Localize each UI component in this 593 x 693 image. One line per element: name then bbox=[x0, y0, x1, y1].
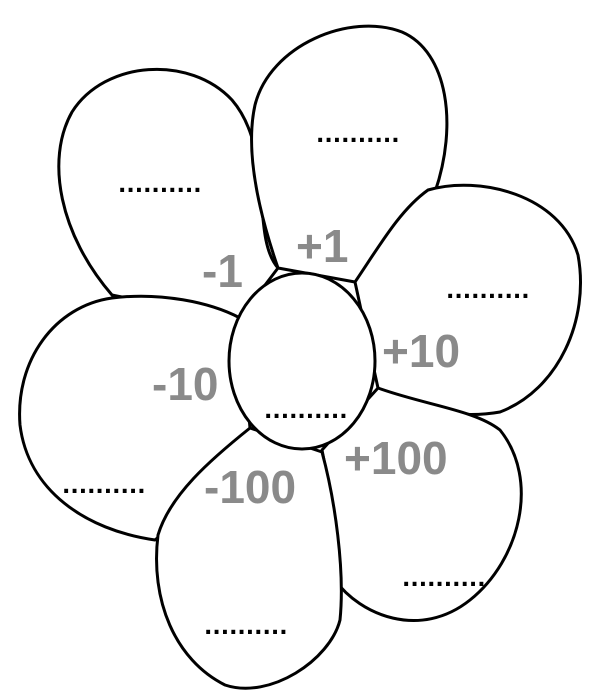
blank-petal-top-left: .......... bbox=[118, 173, 202, 198]
blank-petal-bottom-right: .......... bbox=[402, 567, 486, 592]
operation-minus-ten: -10 bbox=[152, 358, 218, 410]
operation-plus-ten: +10 bbox=[382, 325, 460, 377]
blank-petal-bottom: .......... bbox=[204, 615, 288, 640]
blank-petal-right: .......... bbox=[446, 279, 530, 304]
operation-plus-one: +1 bbox=[296, 220, 348, 272]
operation-minus-hundred: -100 bbox=[204, 461, 296, 513]
operation-plus-hundred: +100 bbox=[344, 432, 448, 484]
blank-center: .......... bbox=[264, 399, 348, 424]
blank-petal-top-right: .......... bbox=[316, 123, 400, 148]
operation-minus-one: -1 bbox=[202, 245, 243, 297]
blank-petal-left: .......... bbox=[62, 474, 146, 499]
